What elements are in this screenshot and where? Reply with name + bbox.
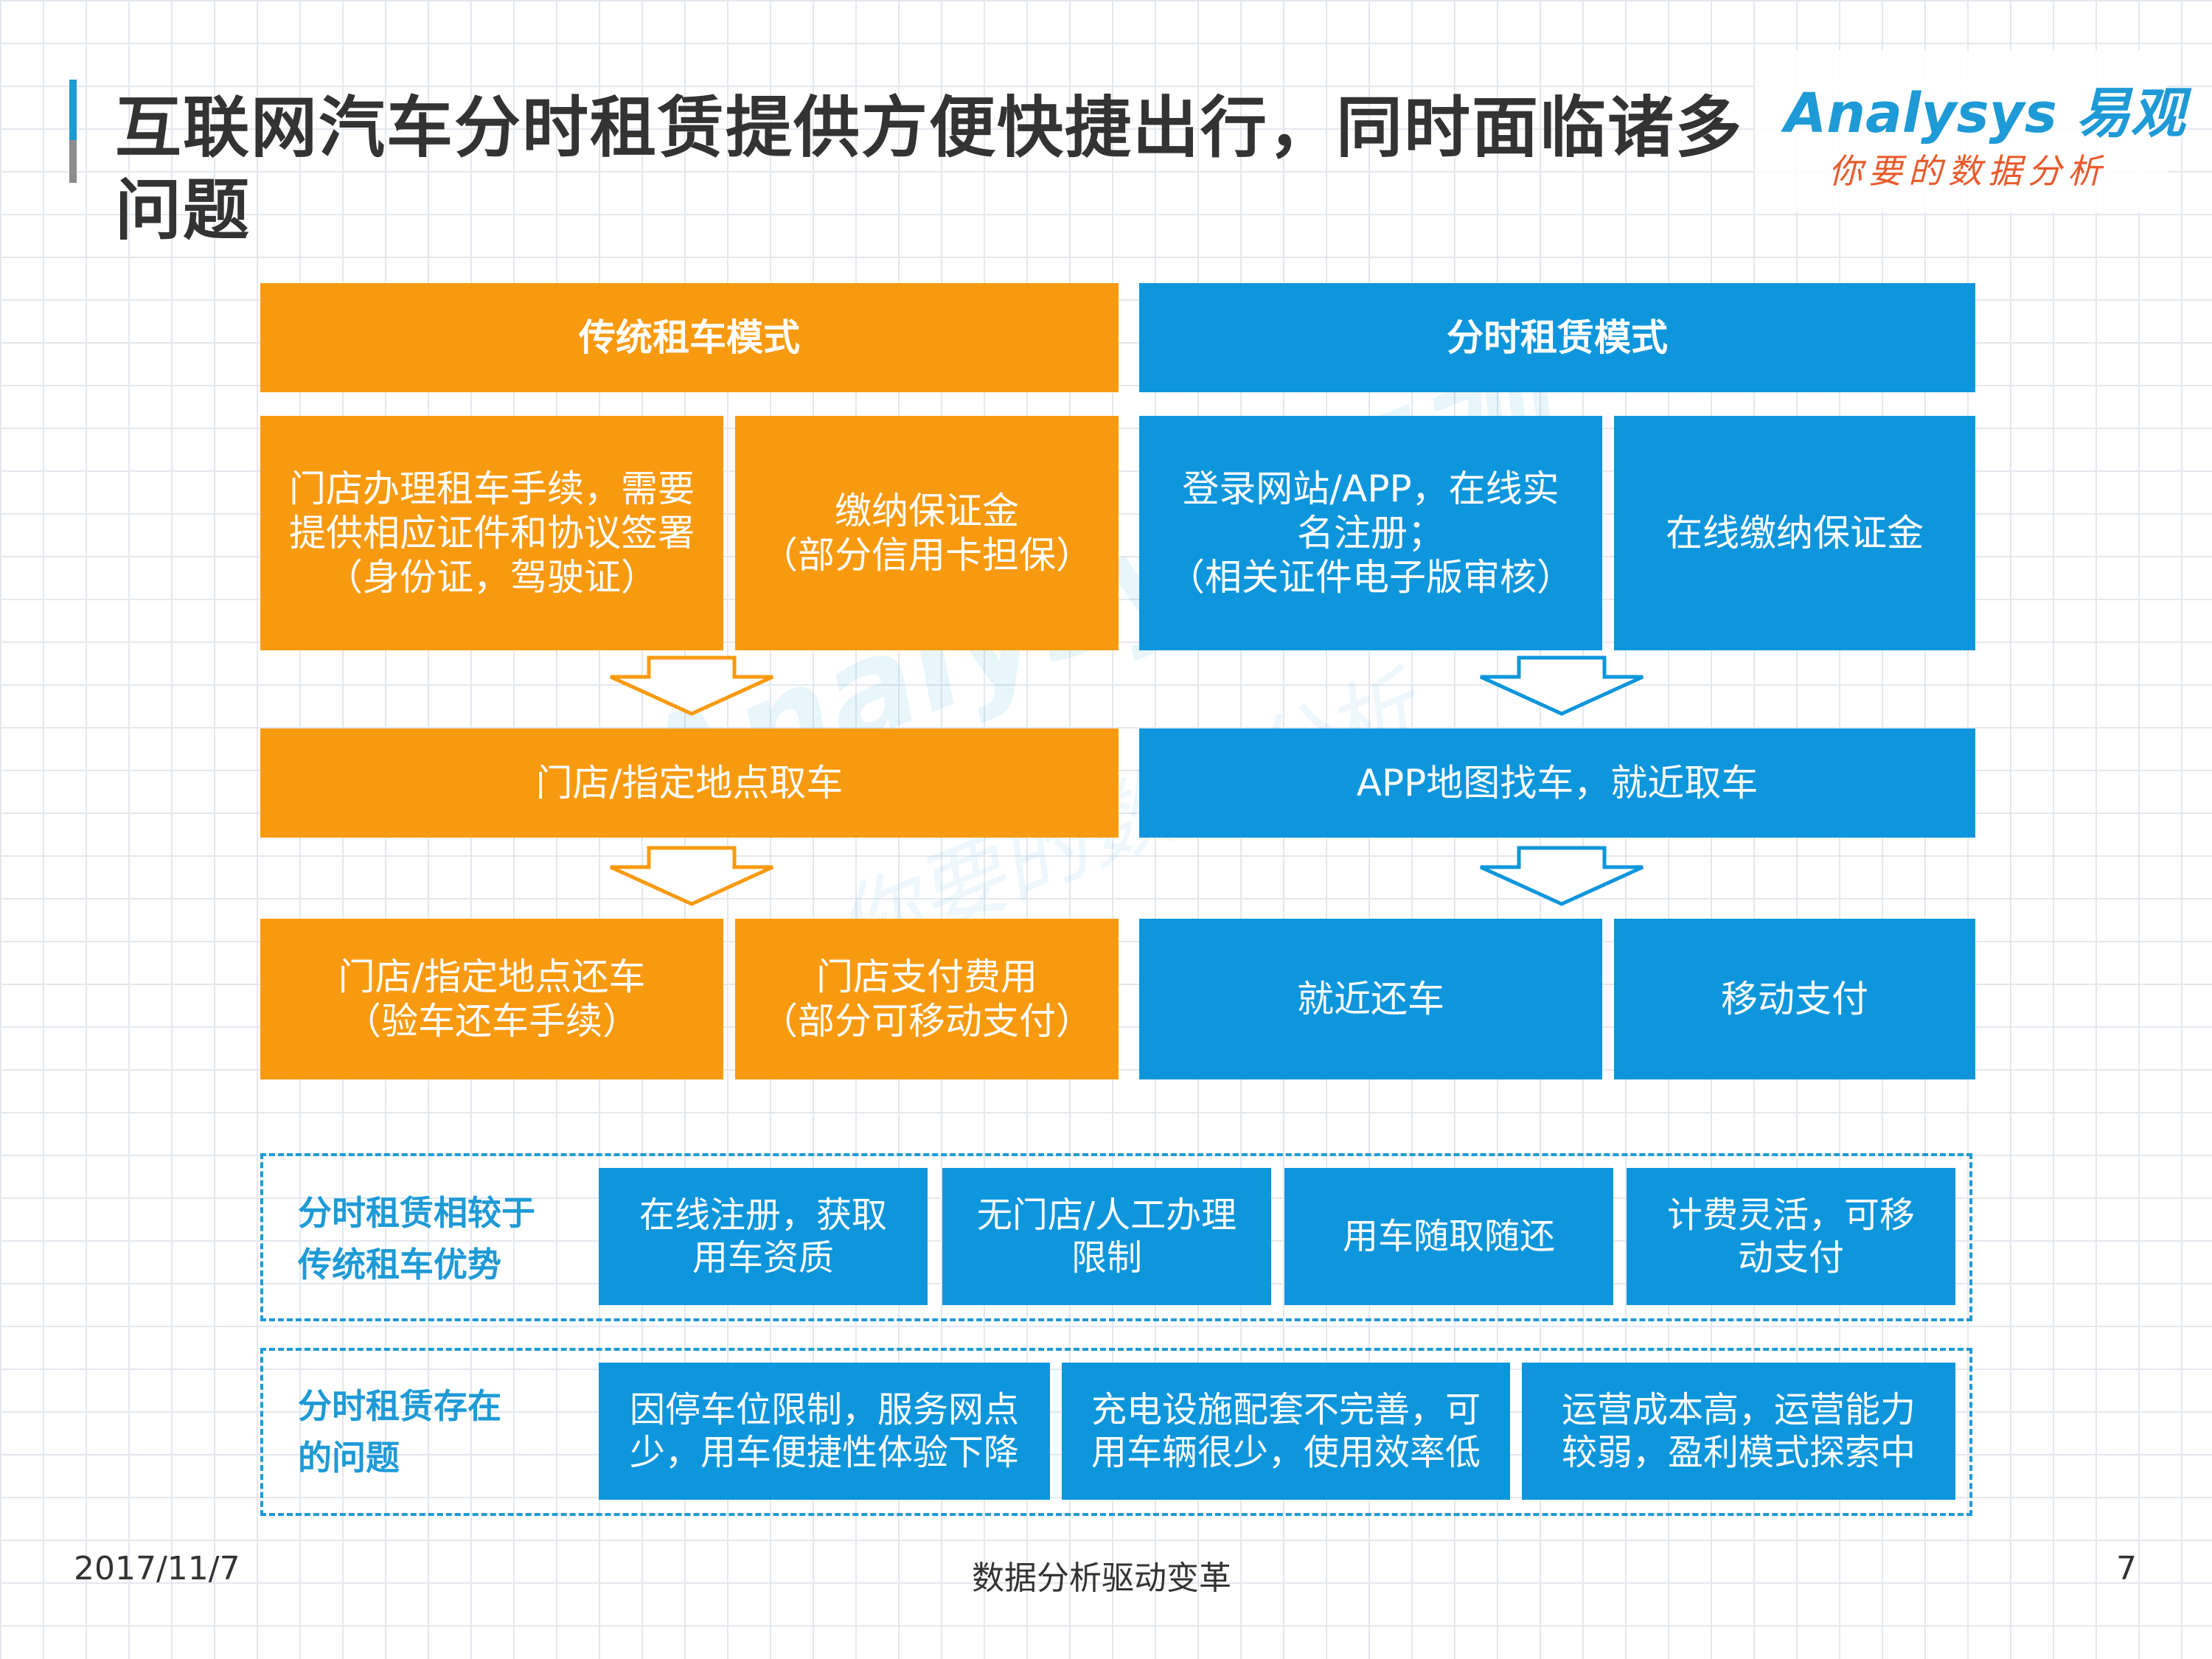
- problem-item: 运营成本高，运营能力 较弱，盈利模式探索中: [1522, 1363, 1955, 1500]
- problems-label: 分时租赁存在 的问题: [298, 1386, 501, 1478]
- timeshare-step1-deposit: 在线缴纳保证金: [1614, 416, 1975, 650]
- traditional-step3-payment: 门店支付费用 （部分可移动支付）: [735, 919, 1119, 1079]
- page-title: 互联网汽车分时租赁提供方便快捷出行，同时面临诸多问题: [115, 89, 1743, 249]
- down-arrow-icon: [1476, 655, 1647, 717]
- timeshare-step3-payment: 移动支付: [1614, 919, 1975, 1079]
- timeshare-step1-register: 登录网站/APP，在线实 名注册； （相关证件电子版审核）: [1139, 416, 1602, 650]
- timeshare-step2-pickup: APP地图找车，就近取车: [1139, 728, 1975, 838]
- problem-item: 充电设施配套不完善，可 用车辆很少，使用效率低: [1062, 1363, 1510, 1500]
- problems-panel: [260, 1348, 1972, 1516]
- traditional-step1-procedure: 门店办理租车手续，需要 提供相应证件和协议签署 （身份证，驾驶证）: [260, 416, 723, 650]
- logo-en: Analysys: [1784, 82, 2057, 145]
- down-arrow-icon: [606, 655, 777, 717]
- logo-panel: [1755, 50, 2168, 212]
- advantage-item: 在线注册，获取 用车资质: [599, 1168, 928, 1305]
- logo-slogan: 你要的数据分析: [1829, 151, 2107, 191]
- advantage-item: 无门店/人工办理 限制: [942, 1168, 1271, 1305]
- logo-brand-cn: 易观: [2076, 82, 2185, 145]
- traditional-header: 传统租车模式: [260, 283, 1119, 392]
- traditional-step1-deposit: 缴纳保证金 （部分信用卡担保）: [735, 416, 1119, 650]
- traditional-step3-return: 门店/指定地点还车 （验车还车手续）: [260, 919, 723, 1079]
- timeshare-step3-return: 就近还车: [1139, 919, 1602, 1079]
- footer-tagline: 数据分析驱动变革: [972, 1559, 1231, 1597]
- traditional-step2-pickup: 门店/指定地点取车: [260, 728, 1119, 838]
- problem-item: 因停车位限制，服务网点 少，用车便捷性体验下降: [599, 1363, 1050, 1500]
- timeshare-header: 分时租赁模式: [1139, 283, 1975, 392]
- page-number: 7: [2116, 1550, 2137, 1587]
- advantage-item: 计费灵活，可移 动支付: [1627, 1168, 1955, 1305]
- down-arrow-icon: [1476, 845, 1647, 907]
- title-accent-bar: [69, 80, 77, 183]
- advantage-item: 用车随取随还: [1284, 1168, 1613, 1305]
- title-accent-bar-grey: [69, 140, 77, 183]
- down-arrow-icon: [606, 845, 777, 907]
- footer-date: 2017/11/7: [74, 1550, 240, 1587]
- advantages-label: 分时租赁相较于 传统租车优势: [298, 1193, 535, 1284]
- advantages-panel: [260, 1153, 1972, 1321]
- logo-wordmark: Analysys 易观: [1784, 69, 2185, 148]
